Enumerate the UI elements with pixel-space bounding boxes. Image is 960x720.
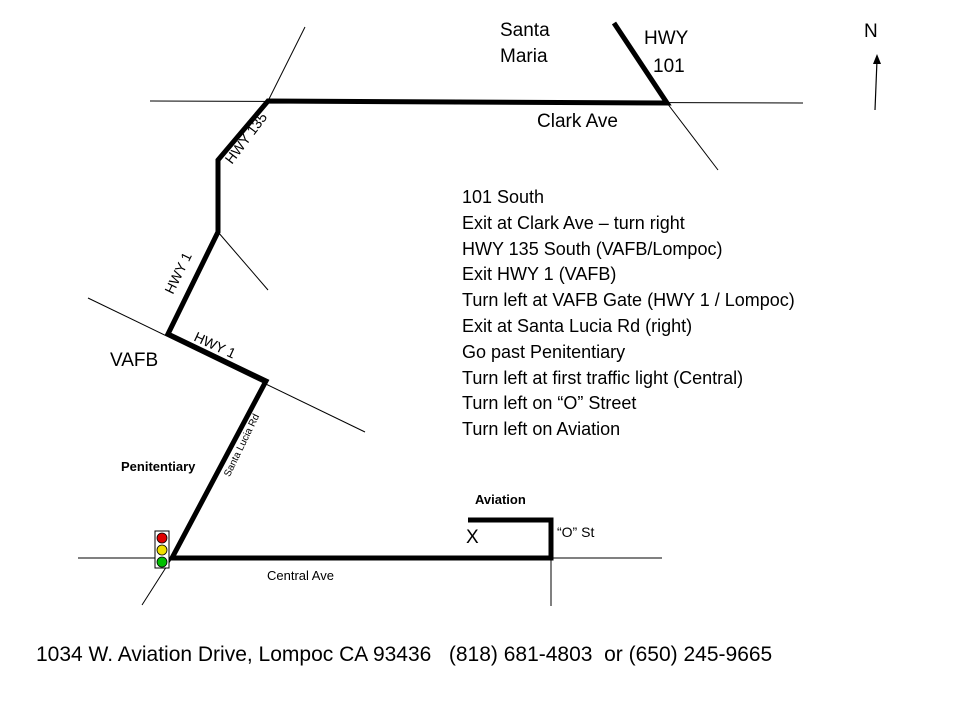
north-label: N (864, 21, 878, 42)
address-and-phone-footer: 1034 W. Aviation Drive, Lompoc CA 93436 … (36, 643, 773, 666)
route-line (164, 21, 672, 561)
destination-marker: X (466, 527, 479, 548)
north-arrow-icon (873, 54, 881, 111)
santa-maria-label-line1: Santa (500, 20, 550, 41)
hwy135-extension-road (267, 26, 306, 102)
hwy101-label-line2: 101 (653, 56, 685, 77)
penitentiary-label: Penitentiary (121, 459, 196, 474)
direction-step: Turn left on Aviation (462, 419, 621, 440)
o-street-label: “O” St (557, 524, 595, 540)
central-ave-label: Central Ave (267, 568, 334, 583)
direction-step: Turn left at VAFB Gate (HWY 1 / Lompoc) (462, 290, 795, 311)
hwy101-label-line1: HWY (644, 28, 689, 49)
direction-step: Turn left on “O” Street (462, 393, 637, 414)
hwy1-side-road (217, 231, 269, 291)
aviation-label: Aviation (475, 492, 526, 507)
vafb-cross-road (87, 297, 366, 433)
direction-step: Exit at Santa Lucia Rd (right) (462, 315, 693, 336)
traffic-light-icon (154, 530, 170, 569)
direction-step: 101 South (462, 187, 545, 207)
direction-step: Go past Penitentiary (462, 341, 626, 362)
clark-ave-label: Clark Ave (537, 111, 618, 132)
directions-list: 101 South Exit at Clark Ave – turn right… (462, 185, 795, 443)
direction-step: HWY 135 South (VAFB/Lompoc) (462, 238, 723, 259)
hwy101-extension-road (666, 102, 719, 171)
santa-maria-label-line2: Maria (500, 46, 548, 67)
direction-step: Turn left at first traffic light (Centra… (462, 367, 744, 388)
direction-step: Exit HWY 1 (VAFB) (462, 264, 617, 285)
vafb-label: VAFB (110, 350, 159, 371)
direction-step: Exit at Clark Ave – turn right (462, 212, 685, 233)
